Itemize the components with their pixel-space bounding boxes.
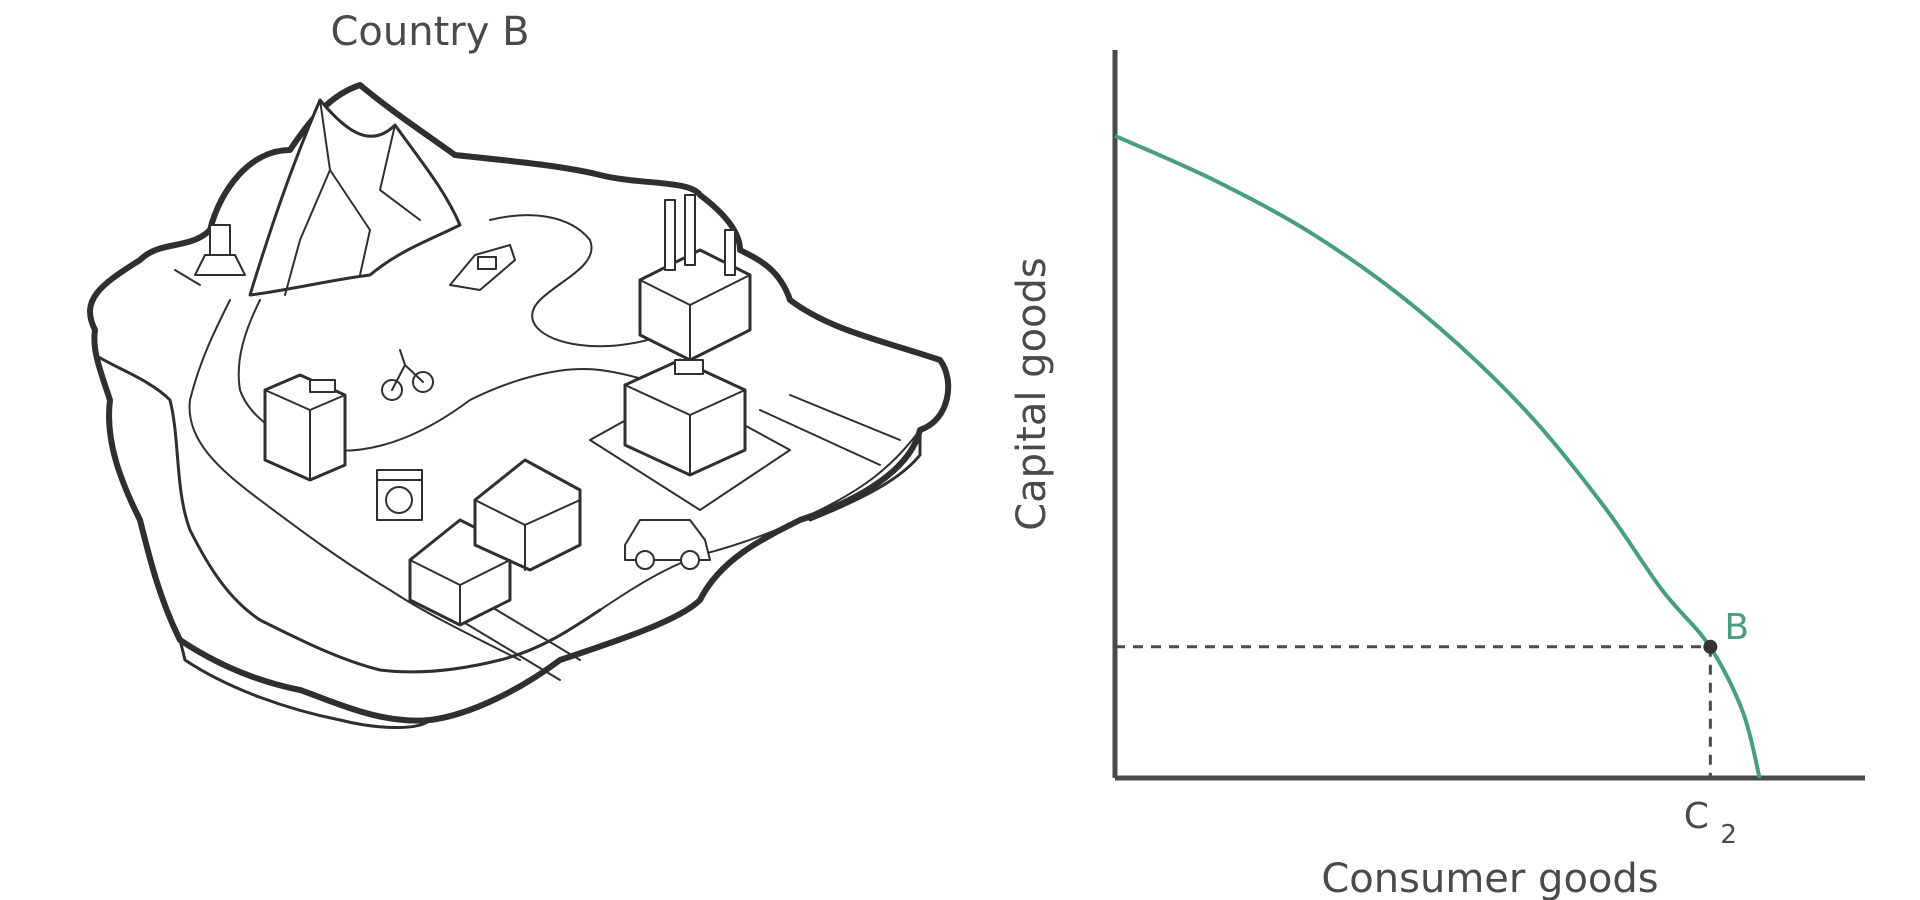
point-b-marker (1703, 639, 1718, 654)
point-label: B (1724, 607, 1749, 648)
x-marker-main: C (1684, 796, 1709, 837)
x-marker-subscript: 2 (1720, 820, 1737, 850)
chart-guide-lines (1115, 645, 1712, 778)
factory-icon (638, 194, 752, 362)
y-axis-label: Capital goods (1009, 257, 1055, 531)
houses-icon (408, 458, 582, 627)
illustration-title: Country B (330, 9, 529, 55)
chart-marks (1703, 639, 1718, 654)
x-marker-label: C 2 (1684, 796, 1737, 850)
mountain (248, 98, 462, 297)
x-axis-label: Consumer goods (1321, 856, 1658, 900)
office-building-right (623, 358, 747, 477)
car-icon (624, 519, 711, 570)
boat-icon (449, 244, 516, 291)
washing-machine-icon (376, 469, 423, 521)
cyclist-icon (381, 349, 434, 401)
chart-curve-layer (1114, 134, 1762, 779)
ppf-curve (1114, 134, 1762, 779)
chart-axes (1112, 50, 1865, 781)
country-b-illustration: Country B (87, 9, 952, 729)
office-building-left (263, 373, 347, 482)
lighthouse-icon (174, 224, 246, 286)
